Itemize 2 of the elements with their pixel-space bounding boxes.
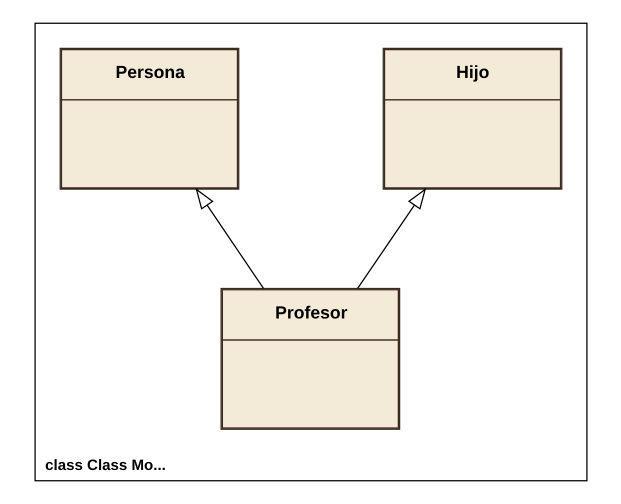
arrow (356, 188, 426, 289)
arrow (194, 188, 264, 289)
